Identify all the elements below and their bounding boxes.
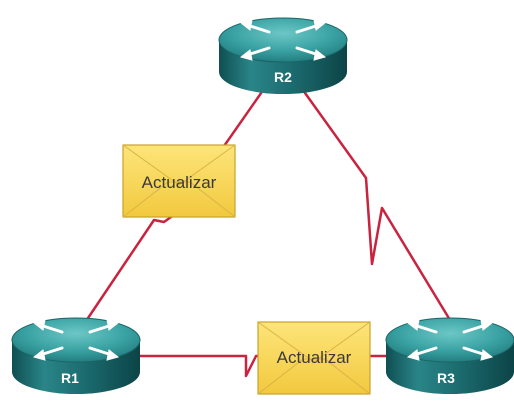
router-r3[interactable]: R3 — [384, 316, 514, 396]
router-r2[interactable]: R2 — [217, 16, 349, 96]
link-r2-r3 — [298, 85, 452, 321]
router-label: R3 — [437, 370, 455, 386]
message-update-r1-r3: Actualizar — [257, 321, 371, 395]
router-label: R2 — [274, 69, 292, 85]
message-label: Actualizar — [277, 348, 352, 367]
router-label: R1 — [61, 370, 79, 386]
message-label: Actualizar — [142, 173, 217, 192]
router-r1[interactable]: R1 — [10, 316, 142, 396]
message-update-r2-r1: Actualizar — [122, 144, 236, 218]
